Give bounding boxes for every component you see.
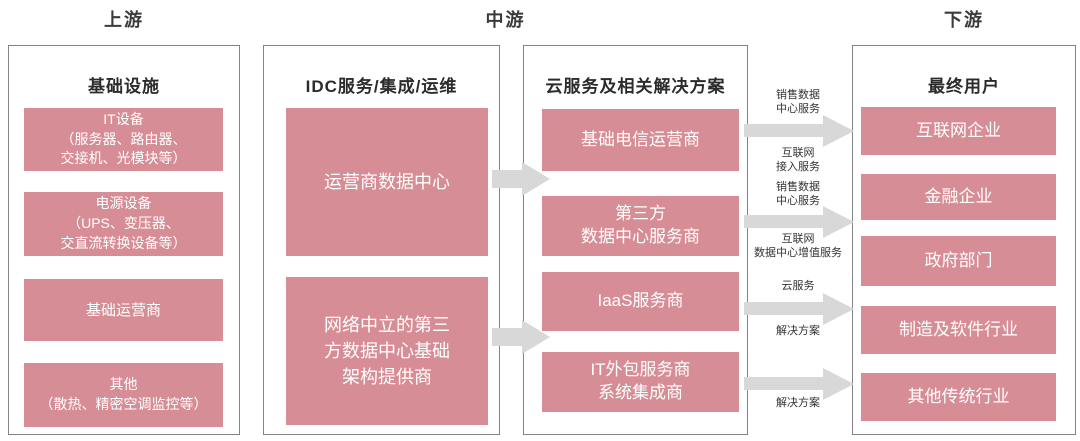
flow-label-solutions-2: 解决方案 (776, 397, 820, 409)
flow-label-solutions-1: 解决方案 (776, 325, 820, 337)
node-basic-telecom-operators: 基础电信运营商 (542, 109, 739, 171)
column-title-idc-services: IDC服务/集成/运维 (305, 77, 458, 96)
node-government-departments: 政府部门 (861, 236, 1056, 286)
node-other-equipment: 其他 （散热、精密空调监控等） (24, 363, 223, 427)
node-basic-carriers: 基础运营商 (24, 279, 223, 341)
column-title-infrastructure: 基础设施 (88, 77, 160, 96)
node-carrier-data-center: 运营商数据中心 (286, 108, 488, 256)
column-idc-services: IDC服务/集成/运维 运营商数据中心 网络中立的第三 方数据中心基础 架构提供… (263, 45, 500, 435)
node-it-equipment: IT设备 （服务器、路由器、 交接机、光模块等） (24, 108, 223, 171)
node-it-outsourcing-integrators: IT外包服务商 系统集成商 (542, 352, 739, 412)
flow-arrow-icon (492, 320, 550, 354)
node-other-traditional-industries: 其他传统行业 (861, 373, 1056, 421)
flow-arrow-icon (744, 206, 854, 238)
node-manufacturing-software: 制造及软件行业 (861, 306, 1056, 354)
flow-arrow-icon (744, 293, 854, 325)
flow-label-internet-access: 互联网 接入服务 (776, 147, 820, 174)
node-power-equipment: 电源设备 （UPS、变压器、 交直流转换设备等） (24, 192, 223, 256)
column-cloud-services: 云服务及相关解决方案 基础电信运营商 第三方 数据中心服务商 IaaS服务商 I… (523, 45, 748, 435)
flow-arrow-icon (744, 115, 854, 147)
flow-arrow-icon (744, 368, 854, 400)
flow-label-idc-value-added: 互联网 数据中心增值服务 (754, 233, 842, 260)
flow-label-sell-dc-services-2: 销售数据 中心服务 (776, 181, 820, 208)
node-iaas-providers: IaaS服务商 (542, 272, 739, 331)
column-title-cloud-services: 云服务及相关解决方案 (545, 77, 726, 96)
column-title-end-users: 最终用户 (928, 77, 1000, 96)
node-third-party-dc-providers: 第三方 数据中心服务商 (542, 196, 739, 256)
stage-label-midstream: 中游 (485, 10, 526, 30)
node-financial-companies: 金融企业 (861, 174, 1056, 220)
column-infrastructure: 基础设施 IT设备 （服务器、路由器、 交接机、光模块等） 电源设备 （UPS、… (8, 45, 240, 435)
node-internet-companies: 互联网企业 (861, 107, 1056, 155)
column-end-users: 最终用户 互联网企业 金融企业 政府部门 制造及软件行业 其他传统行业 (852, 45, 1076, 435)
flow-label-sell-dc-services-1: 销售数据 中心服务 (776, 89, 820, 116)
flow-arrow-icon (492, 162, 550, 196)
node-neutral-third-party-provider: 网络中立的第三 方数据中心基础 架构提供商 (286, 277, 488, 425)
stage-label-upstream: 上游 (104, 10, 144, 30)
stage-label-downstream: 下游 (944, 10, 984, 30)
flow-label-cloud-services: 云服务 (781, 280, 815, 292)
